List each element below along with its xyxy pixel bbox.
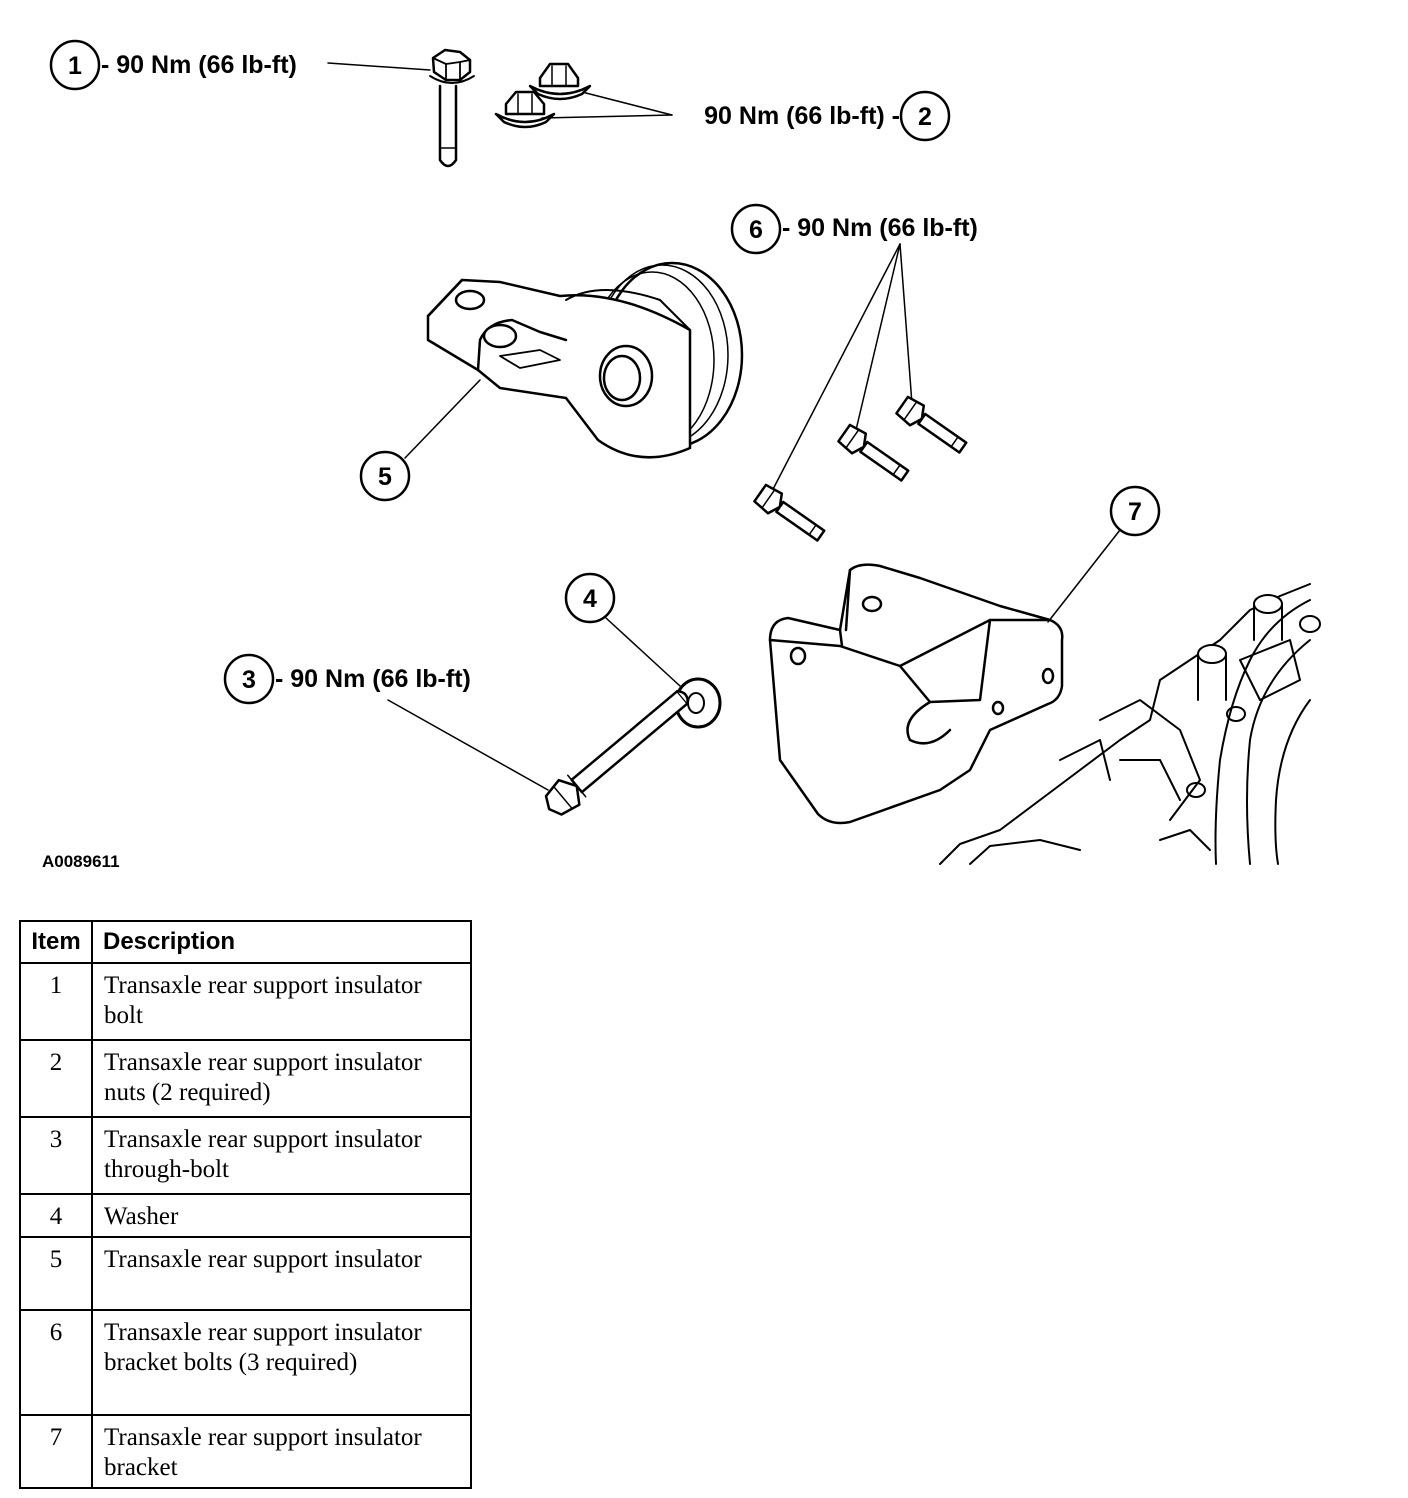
legend-row: 4 Washer	[19, 1193, 472, 1238]
callout-4-number: 4	[583, 585, 597, 613]
legend-item-number: 1	[19, 962, 93, 1041]
legend-item-number: 6	[19, 1309, 93, 1416]
callout-1-number: 1	[68, 52, 82, 80]
callout-6-torque: - 90 Nm (66 lb-ft)	[782, 214, 978, 242]
through-bolt-item-3	[544, 689, 689, 816]
legend-row: 3 Transaxle rear support insulator throu…	[19, 1116, 472, 1195]
callout-6-number: 6	[749, 216, 763, 244]
legend-row: 7 Transaxle rear support insulator brack…	[19, 1414, 472, 1489]
callout-1-torque: - 90 Nm (66 lb-ft)	[101, 51, 297, 79]
legend-item-description: Washer	[91, 1193, 472, 1238]
callout-6: 6 - 90 Nm (66 lb-ft)	[730, 203, 978, 496]
legend-row: 6 Transaxle rear support insulator brack…	[19, 1309, 472, 1416]
transaxle-case	[939, 583, 1321, 865]
callout-3-torque: - 90 Nm (66 lb-ft)	[275, 665, 471, 693]
callout-5-number: 5	[378, 463, 392, 491]
legend-row: 1 Transaxle rear support insulator bolt	[19, 962, 472, 1041]
legend-item-description: Transaxle rear support insulator bolt	[91, 962, 472, 1041]
legend-item-number: 4	[19, 1193, 93, 1238]
figure-id: A0089611	[42, 852, 120, 871]
bracket-bolts-item-6	[753, 395, 968, 542]
legend-header-item: Item	[19, 920, 93, 964]
bracket-item-7	[768, 563, 1064, 825]
legend-item-number: 5	[19, 1236, 93, 1311]
callout-5: 5	[359, 379, 481, 502]
legend-item-description: Transaxle rear support insulator	[91, 1236, 472, 1311]
callout-3: 3 - 90 Nm (66 lb-ft)	[223, 653, 549, 791]
legend-item-number: 2	[19, 1039, 93, 1118]
callout-7-number: 7	[1128, 498, 1142, 526]
callout-2-torque: 90 Nm (66 lb-ft) -	[704, 102, 900, 130]
legend-item-description: Transaxle rear support insulator bracket	[91, 1414, 472, 1489]
nuts-item-2	[494, 62, 592, 129]
callout-2-number: 2	[918, 103, 932, 131]
legend-table: Item Description 1 Transaxle rear suppor…	[19, 920, 472, 1489]
legend-item-description: Transaxle rear support insulator through…	[91, 1116, 472, 1195]
callout-2: 2 90 Nm (66 lb-ft) -	[541, 90, 951, 142]
legend-header-row: Item Description	[19, 920, 472, 964]
legend-item-number: 3	[19, 1116, 93, 1195]
exploded-view-diagram: 1 - 90 Nm (66 lb-ft) 2 90 Nm (66 lb-ft) …	[42, 39, 1321, 871]
legend-row: 2 Transaxle rear support insulator nuts …	[19, 1039, 472, 1118]
washer-item-4	[674, 677, 722, 729]
legend-row: 5 Transaxle rear support insulator	[19, 1236, 472, 1311]
callout-3-number: 3	[242, 666, 256, 694]
callout-7: 7	[1047, 485, 1161, 623]
legend-item-number: 7	[19, 1414, 93, 1489]
callout-1: 1 - 90 Nm (66 lb-ft)	[49, 39, 431, 91]
legend-header-description: Description	[91, 920, 472, 964]
callout-4: 4	[564, 572, 681, 687]
bolt-item-1	[429, 48, 475, 168]
legend-item-description: Transaxle rear support insulator bracket…	[91, 1309, 472, 1416]
insulator-item-5	[426, 261, 744, 459]
legend-item-description: Transaxle rear support insulator nuts (2…	[91, 1039, 472, 1118]
